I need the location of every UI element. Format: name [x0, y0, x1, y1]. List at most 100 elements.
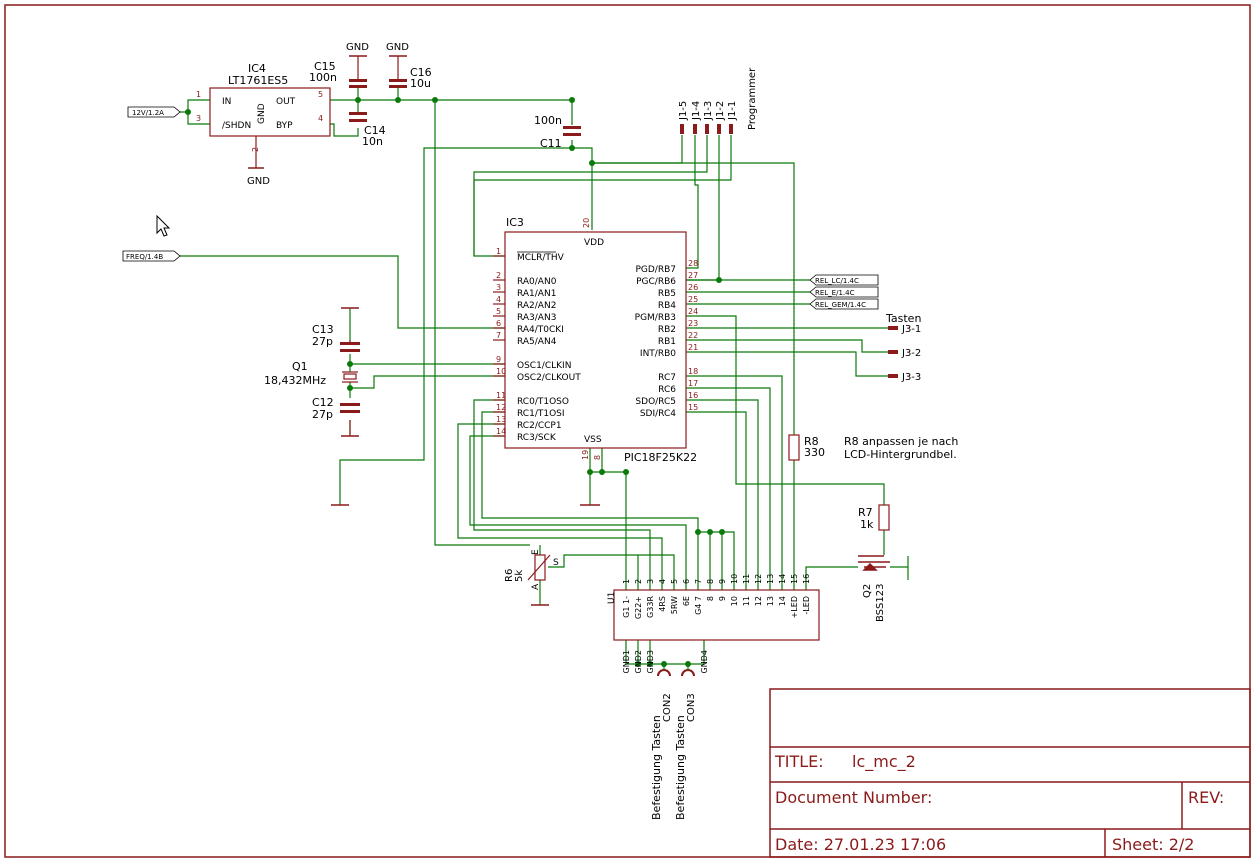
j3-1-label: J3-1 — [901, 324, 921, 335]
ic3-pin-number: 26 — [688, 283, 698, 292]
c14-value: 10n — [362, 135, 383, 148]
net-12v-text: 12V/1.2A — [132, 109, 164, 117]
ic3-pin-label: RC7 — [658, 373, 676, 383]
u1-gnd-label: GND2 — [634, 650, 643, 673]
sheet-label: Sheet: 2/2 — [1112, 835, 1194, 854]
j3-2-label: J3-2 — [901, 348, 921, 359]
cap-leads — [349, 56, 399, 436]
ic3-pin-number: 22 — [688, 331, 698, 340]
ic3-pin-number: 23 — [688, 319, 698, 328]
u1-gnd-label: GND1 — [622, 650, 631, 673]
con2-desc: Befestigung Tasten — [650, 715, 663, 820]
u1-pin-label: +LED — [790, 596, 799, 618]
programmer-header — [680, 124, 733, 134]
ic3-pin-number: 7 — [496, 331, 501, 340]
u1-lcd — [613, 589, 820, 641]
ic4-value: LT1761ES5 — [228, 74, 288, 87]
u1-pin-number: 4 — [658, 579, 667, 584]
c11-name: C11 — [540, 137, 562, 150]
ic3-pin-label: RA3/AN3 — [517, 313, 556, 323]
ic3-pin-label: RA4/T0CKI — [517, 325, 564, 335]
u1-pin-number: 16 — [802, 574, 811, 584]
ic3-pin-label: PGD/RB7 — [635, 265, 676, 275]
ic3-pin-label: RA2/AN2 — [517, 301, 556, 311]
relay-net-flag — [809, 298, 879, 310]
ic4-pin-byp: BYP — [276, 121, 293, 131]
c15-value: 100n — [309, 71, 337, 84]
c14-name: C14 — [364, 124, 386, 137]
ic3-pin-19: 19 — [581, 450, 590, 460]
r6-pin-a: A — [531, 583, 541, 590]
c15-name: C15 — [314, 60, 336, 73]
u1-pin-number: 8 — [706, 579, 715, 584]
c16-value: 10u — [410, 77, 431, 90]
q2-value: BSS123 — [875, 584, 886, 622]
u1-pin-label: G1 1- — [622, 596, 631, 618]
ic4-pin-gnd: GND — [257, 103, 267, 124]
u1-pin-label: 10 — [730, 596, 739, 606]
ic3-pin-number: 24 — [688, 307, 698, 316]
u1-gnd-label: GND4 — [700, 650, 709, 673]
q2-name: Q2 — [862, 584, 873, 598]
u1-pin-number: 14 — [778, 574, 787, 584]
u1-pin-label: 5RW — [670, 596, 679, 614]
ic3-pin-label: PGC/RB6 — [636, 277, 676, 287]
u1-pin-label: 13 — [766, 596, 775, 606]
ic3-pin-label: SDO/RC5 — [635, 397, 676, 407]
u1-pin-label: G4 7 — [694, 596, 703, 615]
ic3-pin-label: RC2/CCP1 — [517, 421, 562, 431]
u1-name: U1 — [607, 592, 617, 604]
j1-4-label: J1-4 — [691, 101, 702, 121]
u1-gnd-label: GND3 — [646, 650, 655, 673]
ic4-regulator — [209, 87, 331, 169]
junctions — [185, 97, 725, 667]
mouse-cursor-icon — [156, 214, 171, 237]
ic3-pin-8: 8 — [593, 455, 602, 460]
ic3-pin-number: 15 — [688, 403, 698, 412]
ic3-pin-number: 6 — [496, 319, 501, 328]
relay-net-text: REL_E/1.4C — [815, 289, 855, 297]
gnd-c15: GND — [346, 42, 369, 53]
ic3-pin-label: RC6 — [658, 385, 676, 395]
gnd-symbols — [331, 55, 600, 606]
ic3-pin-label: INT/RB0 — [640, 349, 676, 359]
relay-net-text: REL_GEM/1.4C — [815, 301, 866, 309]
ic3-pin-vdd: 20 — [582, 218, 591, 228]
ic3-pin-number: 4 — [496, 295, 501, 304]
u1-pin-number: 5 — [670, 579, 679, 584]
ic4-pin-shdn: /SHDN — [222, 121, 251, 131]
ic3-pin-number: 10 — [496, 367, 506, 376]
ic3-pin-number: 17 — [688, 379, 698, 388]
u1-pin-number: 6 — [682, 579, 691, 584]
ic3-pin-number: 25 — [688, 295, 698, 304]
r8-note-2: LCD-Hintergrundbel. — [844, 448, 957, 461]
c12-value: 27p — [312, 408, 333, 421]
r6-name: R6 — [504, 569, 515, 582]
ic3-pin-number: 28 — [688, 259, 698, 268]
gnd-ic4: GND — [247, 176, 270, 187]
u1-pin-label: 12 — [754, 596, 763, 606]
ic3-pin-label: MCLR/THV — [517, 253, 565, 263]
ic3-name: IC3 — [506, 216, 524, 229]
r8-resistor — [788, 434, 800, 461]
net-label-freq — [122, 250, 181, 262]
ic3-pin-label: RA0/AN0 — [517, 277, 557, 287]
title-block — [769, 688, 1251, 858]
ic4-pin-3: 3 — [196, 114, 201, 123]
ic3-pin-label: RA1/AN1 — [517, 289, 556, 299]
rev-label: REV: — [1188, 788, 1224, 807]
u1-pin-label: 9 — [718, 596, 727, 601]
r8-value: 330 — [804, 446, 825, 459]
capacitors — [340, 79, 581, 413]
ic3-pin-number: 21 — [688, 343, 698, 352]
ic3-pin-number: 18 — [688, 367, 698, 376]
ic4-pin-5: 5 — [318, 90, 323, 99]
ic3-pin-label: RB2 — [658, 325, 676, 335]
ic4-pin-4: 4 — [318, 114, 323, 123]
u1-pin-number: 12 — [754, 574, 763, 584]
con2-name: CON2 — [662, 693, 673, 722]
j1-5-label: J1-5 — [678, 101, 689, 121]
q2-mosfet — [858, 555, 890, 571]
